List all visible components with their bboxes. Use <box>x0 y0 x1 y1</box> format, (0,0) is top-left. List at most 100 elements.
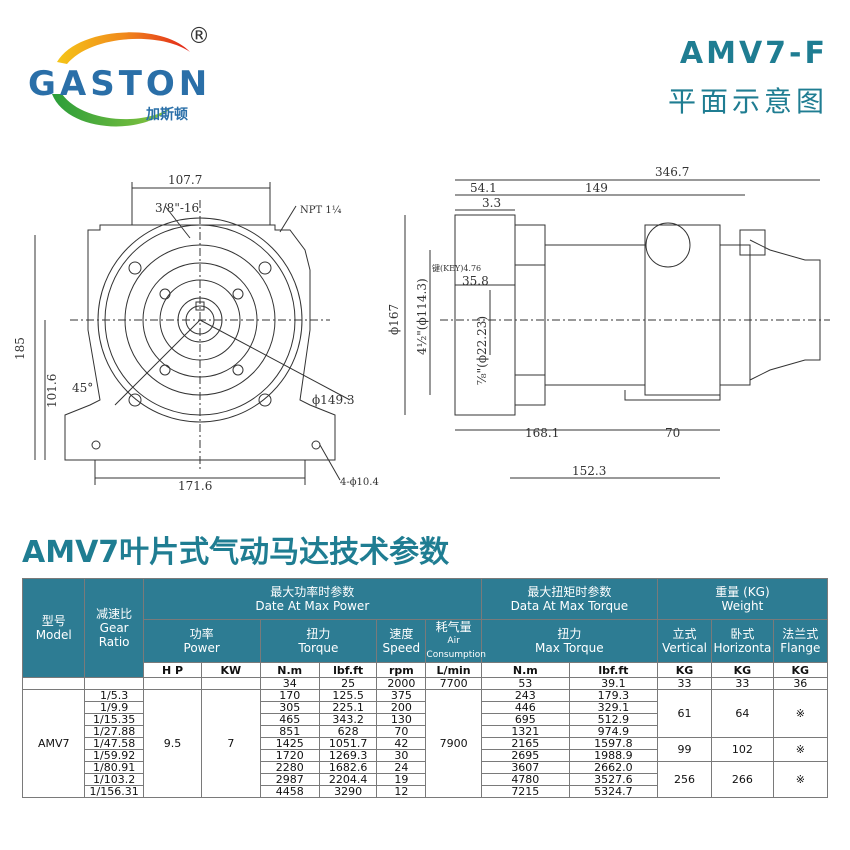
brand-name-cn: 加斯顿 <box>146 107 188 123</box>
cell-max-lbf: 512.9 <box>568 713 658 726</box>
cell-lbf: 343.2 <box>318 713 378 726</box>
cell-rpm: 42 <box>376 737 427 750</box>
cell-lbf: 25 <box>318 677 378 690</box>
cell-ratio: 1/15.35 <box>84 713 144 726</box>
dim-4-10-4: 4-ϕ10.4 <box>340 477 379 488</box>
cell-max-lbf: 39.1 <box>568 677 658 690</box>
cell-rpm: 30 <box>376 749 427 762</box>
dim-35-8: 35.8 <box>462 274 489 288</box>
dim-70: 70 <box>665 426 680 440</box>
section-title: AMV7叶片式气动马达技术参数 <box>22 535 450 570</box>
unit-cell: lbf.ft <box>568 662 658 678</box>
cell-flange: 36 <box>772 677 829 690</box>
dim-54-1: 54.1 <box>470 181 497 195</box>
cell-ratio: 1/5.3 <box>84 689 144 702</box>
cell-max-lbf: 1597.8 <box>568 737 658 750</box>
cell-lbf: 125.5 <box>318 689 378 702</box>
side-view <box>404 179 830 479</box>
cell-rpm: 70 <box>376 725 427 738</box>
unit-cell: KG <box>656 662 713 678</box>
cell-max-nm: 446 <box>480 701 570 714</box>
cell-nm: 1425 <box>259 737 320 750</box>
cell-ratio: 1/59.92 <box>84 749 144 762</box>
cell-ratio: 1/27.88 <box>84 725 144 738</box>
cell-hp: 9.5 <box>142 689 203 798</box>
unit-cell: H P <box>142 662 203 678</box>
cell-rpm: 130 <box>376 713 427 726</box>
cell-max-lbf: 2662.0 <box>568 761 658 774</box>
cell-lbf: 1682.6 <box>318 761 378 774</box>
table-row: 34 25 2000 7700 53 39.1 33 33 36 <box>21 677 829 690</box>
unit-cell: rpm <box>376 662 427 678</box>
dim-114-3: 4½"(ϕ114.3) <box>415 278 429 355</box>
dim-key: 键(KEY)4.76 <box>432 263 481 273</box>
cell-ratio: 1/103.2 <box>84 773 144 786</box>
cell-max-nm: 7215 <box>480 785 570 798</box>
cell-lbf: 225.1 <box>318 701 378 714</box>
cell-max-lbf: 3527.6 <box>568 773 658 786</box>
cell-nm: 2280 <box>259 761 320 774</box>
cell-ratio: 1/9.9 <box>84 701 144 714</box>
cell-lbf: 1051.7 <box>318 737 378 750</box>
cell-ratio: 1/156.31 <box>84 785 144 798</box>
dim-167: ϕ167 <box>387 304 401 335</box>
cell-nm: 465 <box>259 713 320 726</box>
cell-max-nm: 4780 <box>480 773 570 786</box>
dim-3-8-16: 3/8"-16 <box>155 201 199 215</box>
dim-45: 45° <box>72 381 93 395</box>
cell-vertical: 33 <box>656 677 713 690</box>
dim-171-6: 171.6 <box>178 479 212 493</box>
header-weight: 重量 (KG)Weight <box>656 578 829 620</box>
cell-max-nm: 695 <box>480 713 570 726</box>
cell-max-lbf: 1988.9 <box>568 749 658 762</box>
dim-101-6: 101.6 <box>45 374 59 408</box>
unit-cell: KG <box>772 662 829 678</box>
cell-air: 7700 <box>425 677 482 690</box>
cell-horizontal: 33 <box>711 677 774 690</box>
cell-nm: 851 <box>259 725 320 738</box>
gaston-logo <box>52 32 190 127</box>
unit-cell: L/min <box>425 662 482 678</box>
cell-rpm: 19 <box>376 773 427 786</box>
cell-max-nm: 53 <box>480 677 570 690</box>
technical-drawing: 107.7 3/8"-16 NPT 1¼ 185 101.6 45° ϕ149.… <box>13 165 830 493</box>
cell-rpm: 200 <box>376 701 427 714</box>
cell-nm: 170 <box>259 689 320 702</box>
unit-cell: KW <box>201 662 261 678</box>
cell-max-nm: 2695 <box>480 749 570 762</box>
cell-rpm: 375 <box>376 689 427 702</box>
dim-149: 149 <box>585 181 608 195</box>
cell-max-nm: 3607 <box>480 761 570 774</box>
cell-max-lbf: 329.1 <box>568 701 658 714</box>
dim-168-1: 168.1 <box>525 426 559 440</box>
cell-lbf: 628 <box>318 725 378 738</box>
cell-flange: ※ <box>772 761 829 798</box>
cell-flange: ※ <box>772 689 829 738</box>
unit-cell: lbf.ft <box>318 662 378 678</box>
dim-npt: NPT 1¼ <box>300 205 342 216</box>
model-title: AMV7-F <box>679 36 828 71</box>
cell-nm: 34 <box>259 677 320 690</box>
cell-horizontal: 266 <box>711 761 774 798</box>
cell-max-nm: 243 <box>480 689 570 702</box>
cell-rpm: 24 <box>376 761 427 774</box>
cell-lbf: 2204.4 <box>318 773 378 786</box>
cell-rpm: 12 <box>376 785 427 798</box>
